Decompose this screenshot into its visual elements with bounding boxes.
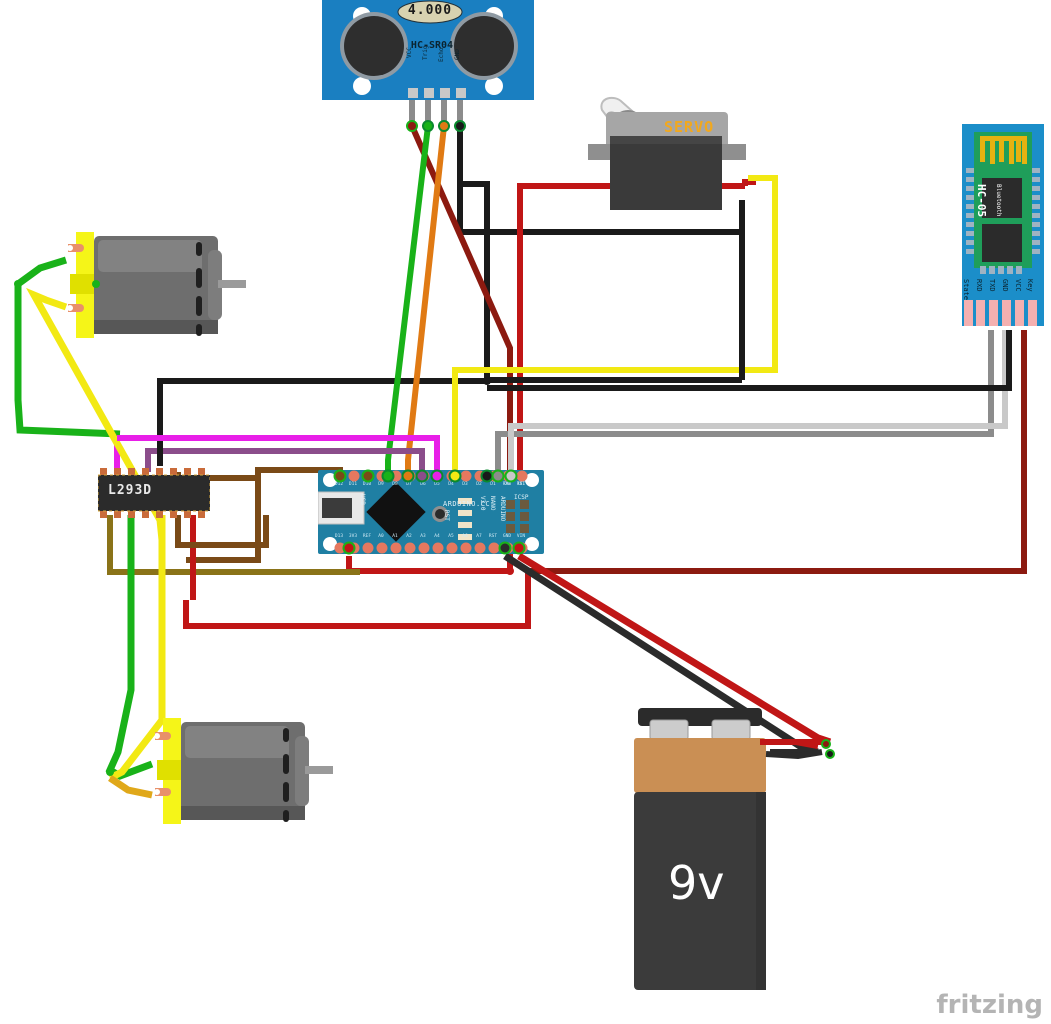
- l293d-driver[interactable]: L293D: [98, 468, 210, 518]
- dc-motor-top[interactable]: [68, 232, 248, 340]
- pin-label-d0: D0: [504, 482, 510, 487]
- hc-sr04-module[interactable]: 4.000 HC-SR04 VCC Trig Echo GND: [322, 0, 534, 102]
- crystal-label: 4.000: [407, 3, 453, 18]
- pin-label-a2: A2: [406, 534, 412, 539]
- nano-bottom-pin-labels: D13 3V3 REF A0 A1 A2 A3 A4 A5 A6 A7 RST …: [332, 534, 532, 542]
- pin-label-a5: A5: [448, 534, 454, 539]
- hc-sr04-part-label: HC-SR04: [410, 40, 454, 51]
- pin-label-a1: A1: [392, 534, 398, 539]
- icsp-label: ICSP: [514, 494, 529, 501]
- pin-label-rst-top: RST: [516, 482, 526, 487]
- pin-label-ref: REF: [362, 534, 372, 539]
- wire-bt-gnd: [487, 330, 1012, 391]
- wire-bt-vcc: [528, 330, 1027, 574]
- wire-sensor-trig: [385, 125, 431, 472]
- servo-label: SERVO: [664, 118, 715, 136]
- pin-label-rx0: RX0: [502, 482, 512, 487]
- nano-top-pin-labels: D12 D11 D10 D9 D8 D7 D6 D5 D4 D3 D2 D1 D…: [332, 482, 532, 490]
- pin-label-a7: A7: [476, 534, 482, 539]
- fritzing-watermark: fritzing: [936, 990, 1043, 1020]
- nano-serial-pin-labels: RX0 TX1: [500, 482, 540, 490]
- wire-servo-signal: [452, 175, 778, 472]
- pin-label-gnd: GND: [502, 534, 512, 539]
- wire-motor-bottom-yellow: [108, 515, 166, 782]
- pin-label-d13: D13: [334, 534, 344, 539]
- pin-label-vin: VIN: [516, 534, 526, 539]
- dc-motor-bottom[interactable]: [155, 718, 335, 826]
- nano-connected-pads: [333, 469, 526, 555]
- pin-label-d8: D8: [392, 482, 398, 487]
- battery-terminals: [760, 739, 835, 760]
- pin-label-d10: D10: [362, 482, 372, 487]
- pin-label-d11: D11: [348, 482, 358, 487]
- pin-label-d12: D12: [334, 482, 344, 487]
- pin-label-d9: D9: [378, 482, 384, 487]
- pin-label-d2: D2: [476, 482, 482, 487]
- sensor-wire-ends: [406, 120, 466, 132]
- arduino-brand: ARDUINO.CC: [443, 500, 491, 508]
- pin-label-d4: D4: [448, 482, 454, 487]
- pin-label-rst-bottom: RST: [488, 534, 498, 539]
- wire-servo-power-2: [742, 179, 756, 186]
- pin-label-tx1: TX1: [516, 482, 526, 487]
- battery-label: 9v: [668, 856, 725, 910]
- pin-label-3v3: 3V3: [348, 534, 358, 539]
- pin-label-a0: A0: [378, 534, 384, 539]
- servo-motor[interactable]: SERVO: [580, 96, 752, 212]
- pin-label-a4: A4: [434, 534, 440, 539]
- l293d-part-label: L293D: [108, 483, 153, 498]
- wire-l293-brown-right: [175, 515, 269, 548]
- wire-in2-purple: [145, 448, 425, 472]
- wire-motor-bottom-gold: [108, 775, 153, 799]
- pin-label-d5: D5: [434, 482, 440, 487]
- wire-5v-rail-2: [183, 571, 531, 629]
- pin-label-d6: D6: [420, 482, 426, 487]
- wire-bt-rxd: [495, 330, 994, 472]
- pin-label-a6: A6: [462, 534, 468, 539]
- wire-motor-bottom-green: [105, 515, 154, 780]
- wire-motor-top-green: [14, 256, 121, 438]
- hc-05-module[interactable]: HC-05 Bluetooth State RXD TXD GND VCC Ke…: [962, 124, 1044, 330]
- wire-sensor-echo: [405, 125, 447, 472]
- battery-9v[interactable]: 9v: [630, 708, 770, 993]
- wire-bt-txd: [508, 330, 1008, 472]
- pin-label-d3: D3: [462, 482, 468, 487]
- pin-label-d1: D1: [490, 482, 496, 487]
- pin-label-a3: A3: [420, 534, 426, 539]
- pin-label-d7: D7: [406, 482, 412, 487]
